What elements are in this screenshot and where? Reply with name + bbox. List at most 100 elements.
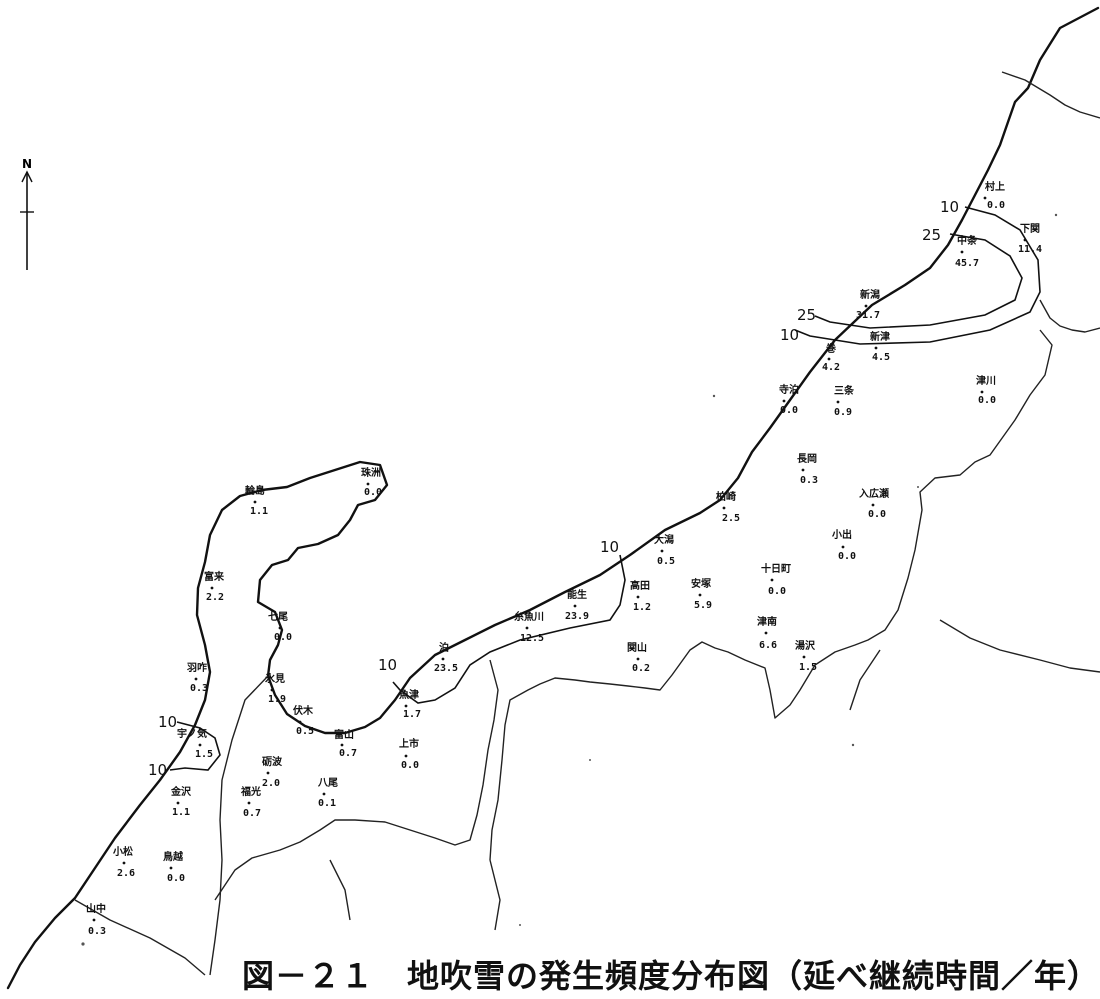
station-value: 12.5	[520, 633, 544, 644]
border-fukui	[74, 899, 206, 976]
station-dot	[266, 771, 270, 775]
station-value: 1.5	[195, 749, 213, 760]
station-name: 七尾	[268, 610, 288, 623]
station-value: 0.0	[768, 586, 786, 597]
figure-caption: 図－２１ 地吹雪の発生頻度分布図（延べ継続時間／年）	[242, 957, 1100, 995]
station-value: 0.0	[364, 487, 382, 498]
isoline-label: 10	[600, 538, 619, 556]
station-value: 0.0	[868, 509, 886, 520]
station-name: 輪島	[245, 484, 265, 497]
coastline	[6, 6, 1100, 990]
station-dot	[764, 631, 768, 635]
station-dot	[210, 586, 214, 590]
station: 珠洲 0.0	[361, 466, 382, 498]
station-value: 6.6	[759, 640, 777, 651]
station: 安塚5.9	[691, 577, 712, 611]
station: 富来2.2	[204, 570, 225, 603]
station-dot	[722, 506, 726, 510]
station-value: 0.3	[88, 926, 106, 937]
station-name: 小出	[831, 528, 852, 541]
station-dot	[983, 196, 987, 200]
station-name: 富来	[204, 570, 225, 583]
station: 伏木 0.5	[292, 704, 314, 737]
station-value: 0.5	[296, 726, 314, 737]
station: 小松2.6	[112, 845, 135, 879]
border-niigata-east-2	[1039, 299, 1100, 333]
station-name: 金沢	[170, 785, 192, 798]
station-dot	[573, 604, 577, 608]
station: 宇ノ気 1.5	[177, 727, 213, 760]
station-name: 寺泊	[779, 383, 799, 396]
station: 小出0.0	[831, 528, 856, 562]
station-dot	[270, 688, 274, 692]
station-value: 0.9	[834, 407, 852, 418]
station-value: 1.2	[633, 602, 651, 613]
station-dot	[253, 500, 257, 504]
station-name: 上市	[399, 737, 419, 750]
station-name: 鳥越	[163, 850, 184, 863]
station-name: 三条	[834, 384, 855, 397]
station: 巻 4.2	[822, 342, 840, 373]
station-name: 魚津	[399, 688, 419, 701]
station-name: 津川	[976, 374, 996, 387]
station: 七尾0.0	[268, 610, 292, 643]
station-name: 宇ノ気	[177, 727, 207, 740]
station-value: 0.2	[632, 663, 650, 674]
station-dot	[247, 801, 251, 805]
station-name: 柏崎	[716, 490, 736, 503]
station-value: 1.9	[268, 694, 286, 705]
north-arrow-label: N	[22, 157, 32, 171]
station-dot	[841, 545, 845, 549]
station-name: 泊	[439, 641, 449, 654]
station-name: 珠洲	[361, 466, 381, 479]
north-arrow-head	[21, 170, 33, 183]
station-dot	[802, 655, 806, 659]
isoline-label: 10	[148, 761, 167, 779]
border-niigata-inland	[489, 329, 1053, 861]
station: 柏崎2.5	[716, 490, 740, 524]
station: 泊23.5	[434, 641, 458, 674]
station-dot	[404, 754, 408, 758]
border-east-extra-2	[849, 649, 881, 711]
station-name: 氷見	[264, 672, 285, 685]
station: 砺波2.0	[262, 755, 283, 789]
station-name: 砺波	[262, 755, 283, 768]
station: 富山0.7	[334, 728, 357, 759]
station-dot	[525, 626, 529, 630]
station-name: 関山	[627, 641, 647, 654]
isoline-label: 10	[158, 713, 177, 731]
station: 新津4.5	[870, 330, 890, 363]
station-dot	[322, 792, 326, 796]
station: 湯沢1.5	[795, 639, 817, 673]
station-value: 1.1	[172, 807, 190, 818]
station-dot	[176, 801, 180, 805]
station-name: 小松	[112, 845, 133, 858]
station-name: 入広瀬	[859, 487, 889, 500]
station-name: 津南	[757, 615, 777, 628]
station: 入広瀬 0.0	[859, 487, 889, 520]
station-dot	[1023, 238, 1027, 242]
border-toyama	[214, 659, 499, 901]
station-dot	[698, 593, 702, 597]
station: 津南 6.6	[757, 615, 777, 651]
station-dot	[194, 677, 198, 681]
isoline-label: 10	[780, 326, 799, 344]
station-dot	[660, 549, 664, 553]
station-name: 新津	[870, 330, 890, 343]
station-name: 福光	[240, 785, 261, 798]
station-name: 長岡	[797, 453, 817, 465]
station-name: 巻	[825, 342, 837, 355]
station-dot	[636, 595, 640, 599]
isoline-10-center	[392, 554, 626, 704]
station-name: 能生	[567, 588, 587, 601]
station-dot	[298, 720, 302, 724]
station-name: 伏木	[292, 704, 314, 717]
station-value: 4.2	[822, 362, 840, 373]
station-dot	[340, 743, 344, 747]
isoline-25-north	[814, 233, 1023, 329]
station-value: 1.7	[403, 709, 421, 720]
station-name: 大潟	[654, 533, 674, 546]
station-value: 5.9	[694, 600, 712, 611]
